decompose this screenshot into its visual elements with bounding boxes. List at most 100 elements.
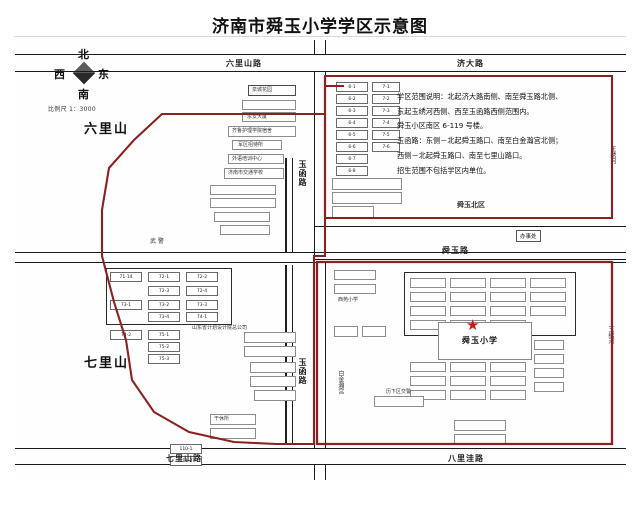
block-cell [332, 192, 402, 204]
block-cell [410, 376, 446, 386]
block-cell: 74-1 [186, 312, 218, 322]
region-qilishan-label: 七里山 [84, 356, 130, 371]
map-outline-bottom-left [15, 464, 326, 480]
facility-box [244, 346, 296, 357]
road-label-baliwa: 八里洼路 [448, 454, 484, 463]
facility-box [220, 225, 270, 235]
block-cell: 6-2 [336, 94, 368, 104]
block-cell [534, 340, 564, 350]
facility-box [214, 212, 270, 222]
road-label-yuhan-lower: 玉函路 [298, 358, 307, 385]
block-cell: 71-14 [110, 272, 142, 282]
block-cell: 75-3 [148, 354, 180, 364]
block-cell: 6-3 [336, 106, 368, 116]
facility-label: 永安大厦 [247, 114, 268, 120]
road-label-yuhan-upper: 玉函路 [298, 160, 307, 187]
block-cell: 75-2 [148, 342, 180, 352]
design-institute-label: 山东省计划设计院总公司 [192, 325, 248, 331]
facility-label: 济南市交通学校 [228, 170, 264, 176]
block-cell [530, 292, 566, 302]
block-cell: 6-8 [336, 166, 368, 176]
facility-box [254, 390, 296, 401]
map-canvas: 北 南 西 东 比例尺 1：3000 6-1 6-2 6-3 6-4 [14, 40, 626, 480]
map-outline-mid-right [314, 226, 626, 260]
region-shunyu-north-label: 舜玉北区 [457, 201, 485, 209]
facility-label: 西苑小学 [338, 297, 359, 303]
note-line: 学区范围说明：北起济大路南侧、南至舜玉路北侧、 [397, 92, 563, 101]
block-cell [534, 382, 564, 392]
block-cell [450, 292, 486, 302]
block-cell: 6-5 [336, 130, 368, 140]
note-line: 招生范围不包括学区内单位。 [397, 165, 491, 175]
road-label-qilishan: 七里山路 [166, 454, 202, 463]
facility-box [210, 198, 276, 208]
facility-box [250, 362, 296, 373]
compass-west-label: 西 [54, 68, 65, 81]
block-cell [410, 292, 446, 302]
block-cell: 73-1 [110, 300, 142, 310]
block-cell [450, 376, 486, 386]
block-cell: 73-3 [186, 300, 218, 310]
block-cell [534, 354, 564, 364]
block-cell [490, 390, 526, 400]
facility-label: 齐鲁护理学院宿舍 [232, 128, 273, 134]
facility-box [244, 332, 296, 343]
facility-label: 泉城花园 [252, 87, 273, 93]
note-line: 玉函路：东侧－北起舜玉路口、南至白金瀚宫北侧； [397, 136, 563, 146]
block-cell [450, 306, 486, 316]
note-line: 舜玉小区南区 6-119 号楼。 [397, 121, 488, 131]
block-cell: 111-2 [170, 456, 202, 466]
road-yuhan-upper-line [285, 158, 287, 253]
region-liulishan-label: 六里山 [84, 122, 130, 137]
facility-box [242, 100, 296, 110]
school-marker-star-icon: ★ [466, 316, 480, 334]
block-cell: 7-3 [372, 106, 400, 116]
page-title: 济南市舜玉小学学区示意图 [212, 17, 428, 37]
note-line: 西侧－北起舜玉路口、南至七里山路口。 [397, 150, 527, 160]
block-cell [530, 306, 566, 316]
block-cell [490, 306, 526, 316]
block-cell [490, 278, 526, 288]
facility-label: 历下区交警 [386, 389, 412, 395]
block-cell: 73-2 [148, 300, 180, 310]
map-outline-bottom-right [314, 464, 626, 480]
block-cell [410, 306, 446, 316]
facility-box [210, 185, 276, 195]
road-label-jida: 济大路 [457, 59, 484, 68]
block-cell [490, 362, 526, 372]
block-cell [410, 362, 446, 372]
block-cell: 75-1 [148, 330, 180, 340]
block-cell [490, 376, 526, 386]
facility-label: 军区招待所 [238, 142, 264, 148]
map-outline-top-left [15, 40, 326, 55]
block-cell [534, 368, 564, 378]
facility-box [454, 434, 506, 445]
school-name-label: 舜玉小学 [462, 336, 498, 345]
river-label-upper: 玉绣河 [608, 146, 616, 164]
block-cell [450, 278, 486, 288]
block-cell [362, 326, 386, 337]
baijin-hangong-label: 白金瀚宫 [336, 370, 344, 394]
river-label-lower: 玉绣河 [606, 326, 614, 344]
facility-box [454, 420, 506, 431]
facility-box [374, 396, 424, 407]
block-cell: 6-4 [336, 118, 368, 128]
road-label-shunyu: 舜玉路 [442, 246, 469, 255]
block-cell: 6-7 [336, 154, 368, 164]
facility-label: 武 警 [150, 238, 164, 245]
facility-label: 干休所 [214, 416, 230, 422]
district-scope-note: 学区范围说明：北起济大路南侧、南至舜玉路北侧、 东起玉绣河西侧、西至玉函路西侧范… [397, 92, 612, 180]
block-cell: 6-1 [336, 82, 368, 92]
block-cell: 72-1 [148, 272, 180, 282]
block-cell [450, 390, 486, 400]
compass-east-label: 东 [98, 68, 109, 81]
title-divider [14, 36, 626, 37]
compass-south-label: 南 [78, 88, 89, 101]
map-outline-top-right [314, 40, 626, 55]
block-cell: 73-4 [148, 312, 180, 322]
block-cell: 7-5 [372, 130, 400, 140]
block-cell [332, 178, 402, 190]
block-cell: 74-2 [110, 330, 142, 340]
office-box: 办事处 [516, 230, 541, 242]
